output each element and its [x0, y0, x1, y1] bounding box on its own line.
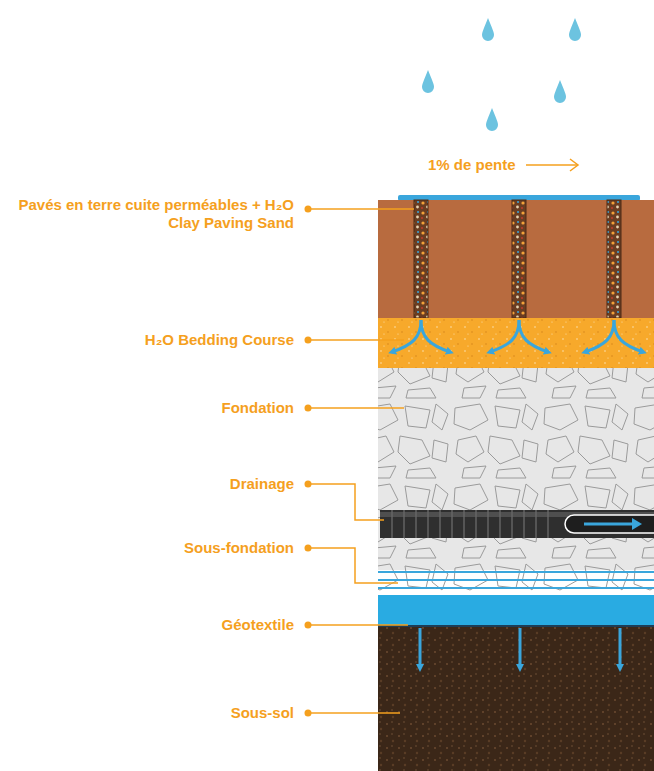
layer-label: Pavés en terre cuite perméables + H₂O Cl…	[12, 196, 294, 232]
layer-label: H₂O Bedding Course	[12, 331, 294, 349]
layer-label: Fondation	[12, 399, 294, 417]
subfoundation-water	[378, 572, 654, 588]
slope-label: 1% de pente	[428, 156, 516, 174]
percolation-arrows	[420, 628, 620, 668]
paver-joints	[414, 200, 621, 318]
subsoil	[378, 627, 654, 771]
layer-label: Drainage	[12, 475, 294, 493]
infiltration-arrows	[392, 320, 643, 352]
leader-lines	[308, 209, 414, 713]
layer-label: Sous-fondation	[12, 539, 294, 557]
layer-label: Sous-sol	[12, 704, 294, 722]
layer-label: Géotextile	[12, 616, 294, 634]
raindrops	[422, 18, 581, 131]
drainage-pipe	[380, 510, 654, 538]
leader-dots	[305, 206, 312, 717]
foundation-rocks	[378, 368, 654, 595]
geotextile-line	[378, 625, 654, 627]
geotextile-band	[378, 595, 654, 626]
slope-arrow	[526, 159, 578, 171]
clay-pavers	[378, 200, 654, 318]
bedding-course	[378, 318, 654, 368]
